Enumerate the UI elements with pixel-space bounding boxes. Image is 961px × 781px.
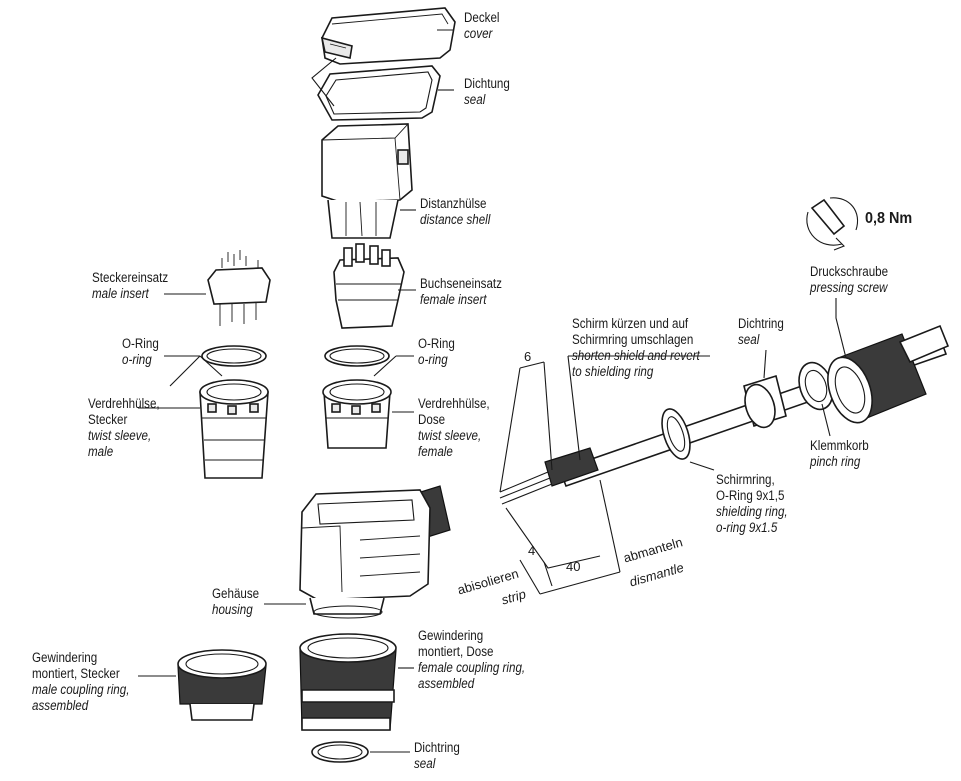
label-coupling-male-en2: assembled — [32, 698, 89, 713]
label-seal-cable-en: seal — [738, 332, 760, 347]
label-pinch-ring-de: Klemmkorb — [810, 438, 869, 453]
label-shielding-ring-de2: O-Ring 9x1,5 — [716, 488, 785, 503]
label-distance-shell: Distanzhülse distance shell — [420, 196, 490, 228]
label-coupling-female: Gewindering montiert, Dose female coupli… — [418, 628, 525, 692]
torque-wrench-icon — [806, 197, 858, 251]
label-shield-de2: Schirmring umschlagen — [572, 332, 694, 347]
label-cover-de: Deckel — [464, 10, 500, 25]
twist-sleeve-male-part — [199, 379, 269, 479]
label-coupling-male-de1: Gewindering — [32, 650, 98, 665]
label-oring-right-en: o-ring — [418, 352, 448, 367]
dimension-lines — [499, 361, 621, 595]
label-seal-bottom: Dichtring seal — [414, 740, 460, 772]
label-seal-cable-de: Dichtring — [738, 316, 784, 331]
coupling-male-part — [177, 649, 267, 721]
female-insert-part — [333, 243, 405, 329]
label-seal-top-de: Dichtung — [464, 76, 510, 91]
label-oring-left: O-Ring o-ring — [122, 336, 159, 368]
label-shield-en1: shorten shield and revert — [572, 348, 700, 363]
seal-cable-part — [743, 374, 787, 429]
label-coupling-female-en1: female coupling ring, — [418, 660, 526, 675]
label-twist-female-en1: twist sleeve, — [418, 428, 482, 443]
cover-part — [320, 7, 456, 65]
label-coupling-female-en2: assembled — [418, 676, 475, 691]
label-oring-left-en: o-ring — [122, 352, 152, 367]
oring-right-part — [324, 345, 390, 367]
label-oring-right: O-Ring o-ring — [418, 336, 455, 368]
label-twist-male-en1: twist sleeve, — [88, 428, 152, 443]
label-housing: Gehäuse housing — [212, 586, 259, 618]
label-shield-en2: to shielding ring — [572, 364, 654, 379]
pressing-screw-part — [827, 324, 950, 424]
label-shielding-ring-en2: o-ring 9x1.5 — [716, 520, 778, 535]
label-pressing-screw-de: Druckschraube — [810, 264, 889, 279]
dim-dismantle-length: 40 — [566, 559, 581, 574]
label-shielding-ring-de1: Schirmring, — [716, 472, 775, 487]
label-female-insert-en: female insert — [420, 292, 487, 307]
label-cover: Deckel cover — [464, 10, 499, 42]
label-housing-de: Gehäuse — [212, 586, 260, 601]
label-pinch-ring: Klemmkorb pinch ring — [810, 438, 869, 470]
label-shielding-ring-en1: shielding ring, — [716, 504, 788, 519]
label-oring-right-de: O-Ring — [418, 336, 455, 351]
label-female-insert-de: Buchseneinsatz — [420, 276, 502, 291]
label-male-insert: Steckereinsatz male insert — [92, 270, 168, 302]
male-insert-part — [207, 250, 271, 326]
leader-lines — [138, 29, 847, 753]
label-coupling-male-de2: montiert, Stecker — [32, 666, 120, 681]
label-shield-instruction: Schirm kürzen und auf Schirmring umschla… — [572, 316, 700, 380]
label-pressing-screw: Druckschraube pressing screw — [810, 264, 888, 296]
seal-frame-part — [317, 65, 441, 121]
label-coupling-female-de1: Gewindering — [418, 628, 484, 643]
label-oring-left-de: O-Ring — [122, 336, 159, 351]
coupling-female-part — [299, 633, 397, 731]
label-shielding-ring: Schirmring, O-Ring 9x1,5 shielding ring,… — [716, 472, 788, 536]
label-seal-bottom-en: seal — [414, 756, 436, 771]
label-shield-de1: Schirm kürzen und auf — [572, 316, 689, 331]
oring-left-part — [201, 345, 267, 367]
shielding-ring-part — [661, 408, 691, 460]
housing-part — [299, 485, 451, 619]
label-twist-male-de2: Stecker — [88, 412, 128, 427]
twist-sleeve-female-part — [322, 379, 392, 449]
label-twist-sleeve-female: Verdrehhülse, Dose twist sleeve, female — [418, 396, 490, 460]
label-distance-shell-en: distance shell — [420, 212, 491, 227]
label-pinch-ring-en: pinch ring — [810, 454, 861, 469]
label-coupling-male: Gewindering montiert, Stecker male coupl… — [32, 650, 129, 714]
label-male-insert-en: male insert — [92, 286, 149, 301]
label-twist-male-de1: Verdrehhülse, — [88, 396, 160, 411]
distance-shell-part — [321, 123, 413, 239]
label-twist-female-en2: female — [418, 444, 453, 459]
label-female-insert: Buchseneinsatz female insert — [420, 276, 502, 308]
label-cover-en: cover — [464, 26, 493, 41]
label-twist-female-de1: Verdrehhülse, — [418, 396, 490, 411]
label-seal-top-en: seal — [464, 92, 486, 107]
label-housing-en: housing — [212, 602, 253, 617]
label-pressing-screw-en: pressing screw — [810, 280, 888, 295]
dim-strip-length: 4 — [528, 543, 536, 558]
label-twist-sleeve-male: Verdrehhülse, Stecker twist sleeve, male — [88, 396, 160, 460]
torque-value: 0,8 Nm — [865, 210, 913, 227]
label-twist-male-en2: male — [88, 444, 114, 459]
label-coupling-male-en1: male coupling ring, — [32, 682, 130, 697]
seal-bottom-part — [311, 741, 369, 763]
label-twist-female-de2: Dose — [418, 412, 446, 427]
label-seal-bottom-de: Dichtring — [414, 740, 460, 755]
label-male-insert-de: Steckereinsatz — [92, 270, 169, 285]
label-seal-cable: Dichtring seal — [738, 316, 784, 348]
cable-assembly — [499, 324, 950, 505]
dim-shield-length: 6 — [524, 349, 532, 364]
label-distance-shell-de: Distanzhülse — [420, 196, 487, 211]
label-coupling-female-de2: montiert, Dose — [418, 644, 494, 659]
label-seal-top: Dichtung seal — [464, 76, 510, 108]
